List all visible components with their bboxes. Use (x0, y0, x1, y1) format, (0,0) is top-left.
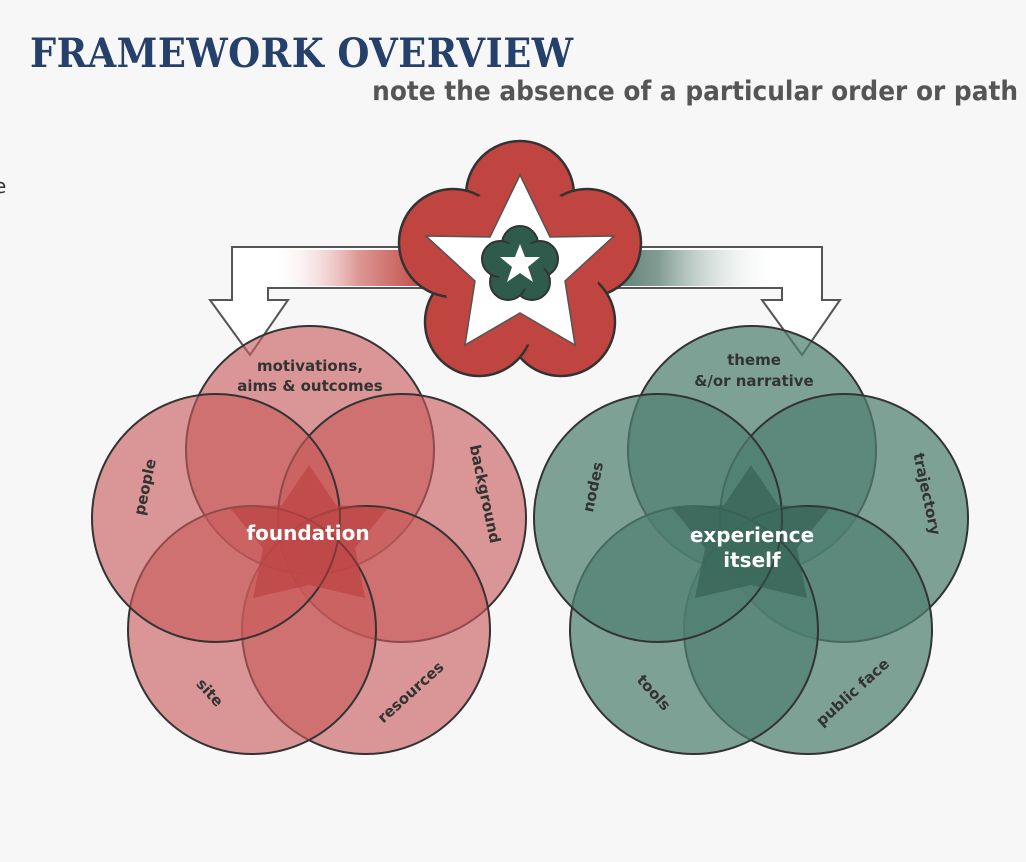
clipped-text-fragment: e (0, 174, 7, 198)
left-arrow (208, 246, 430, 357)
page-subtitle: note the absence of a particular order o… (372, 76, 1018, 107)
experience-center-label-line2: itself (723, 548, 781, 572)
star-icon (500, 244, 540, 282)
experience-venn: experience itself theme &/or narrative n… (533, 325, 969, 755)
petal-label-aims-outcomes: aims & outcomes (237, 377, 383, 395)
experience-star-center (672, 465, 830, 598)
foundation-center-label: foundation (246, 521, 369, 545)
central-emblem (397, 139, 643, 378)
experience-center-label-line1: experience (690, 523, 814, 547)
petal-label-theme: theme (727, 351, 781, 369)
page-title: FRAMEWORK OVERVIEW (30, 30, 574, 77)
petal-label-narrative: &/or narrative (694, 372, 813, 390)
foundation-star-center (230, 465, 388, 598)
petal-label-motivations: motivations, (257, 357, 363, 375)
foundation-venn: foundation motivations, aims & outcomes … (91, 325, 527, 755)
